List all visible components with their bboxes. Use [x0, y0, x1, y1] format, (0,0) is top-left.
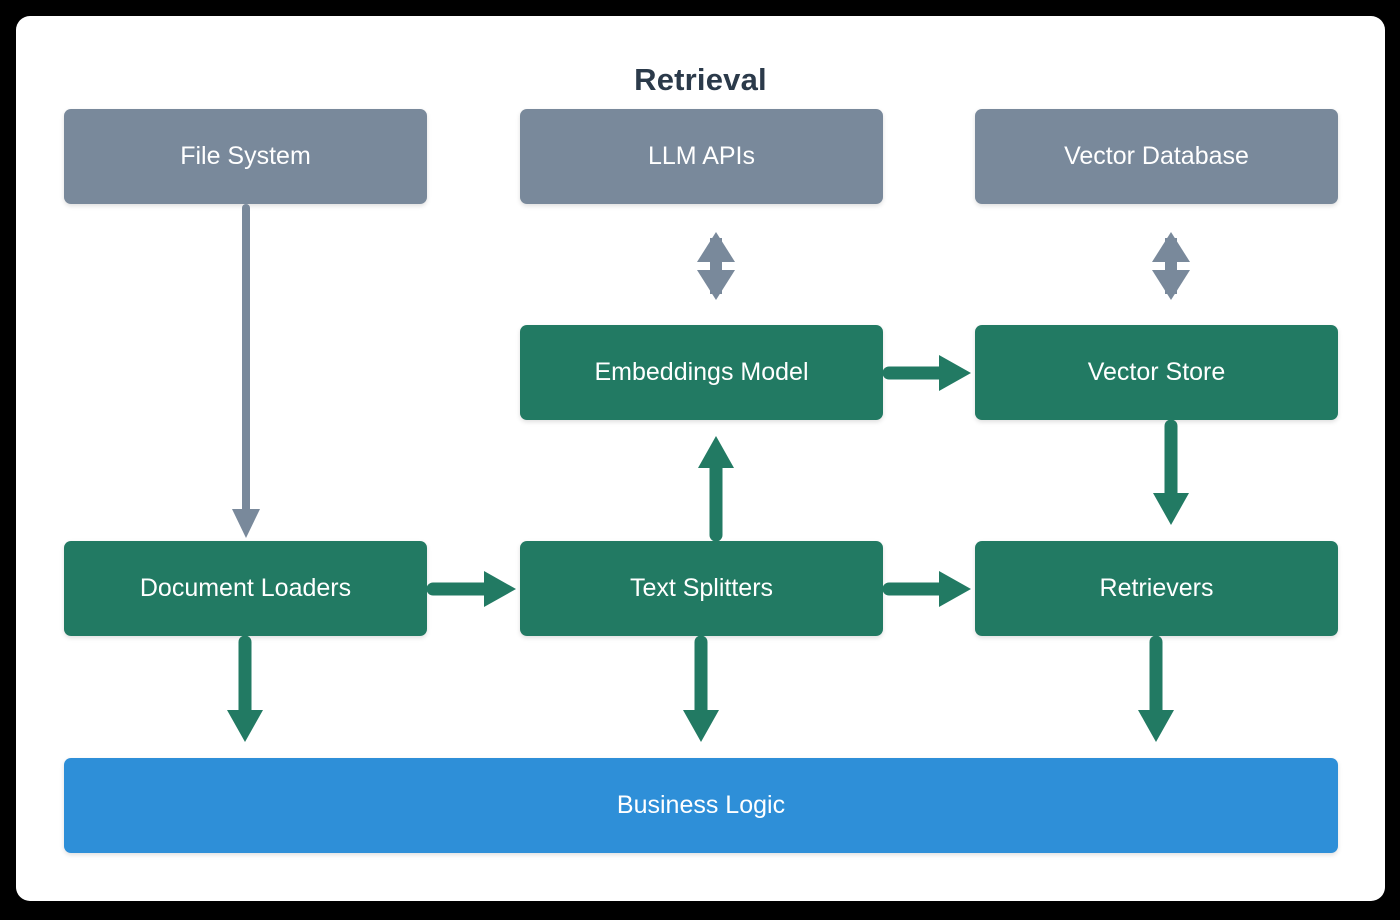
node-label: LLM APIs	[648, 141, 755, 170]
node-label: Document Loaders	[139, 573, 352, 602]
node-vector-database[interactable]: Vector Database	[975, 109, 1338, 204]
page-title: Retrieval	[634, 62, 767, 97]
node-file-system[interactable]: File System	[64, 109, 427, 204]
node-label: Vector Database	[1064, 141, 1249, 170]
node-business-logic[interactable]: Business Logic	[64, 758, 1338, 853]
node-embeddings-model[interactable]: Embeddings Model	[520, 325, 883, 420]
arrow-text-splitters-to-business-logic	[681, 635, 721, 758]
node-text-splitters[interactable]: Text Splitters	[520, 541, 883, 636]
node-label: Business Logic	[616, 790, 786, 819]
node-label: Retrievers	[1099, 573, 1214, 602]
arrow-document-loaders-to-text-splitters	[426, 569, 520, 609]
diagram-card: Retrieval File System LLM APIs Vector Da…	[16, 16, 1385, 901]
arrow-text-splitters-to-embeddings-model	[696, 420, 736, 542]
node-retrievers[interactable]: Retrievers	[975, 541, 1338, 636]
node-label: File System	[180, 141, 311, 170]
arrow-text-splitters-to-retrievers	[882, 569, 975, 609]
arrow-vector-store-to-retrievers	[1151, 419, 1191, 541]
arrow-retrievers-to-business-logic	[1136, 635, 1176, 758]
arrow-document-loaders-to-business-logic	[225, 635, 265, 758]
node-llm-apis[interactable]: LLM APIs	[520, 109, 883, 204]
arrow-vector-database-vector-store-bidirectional	[1141, 206, 1201, 325]
arrow-llm-apis-embeddings-model-bidirectional	[686, 206, 746, 325]
node-document-loaders[interactable]: Document Loaders	[64, 541, 427, 636]
arrow-file-system-to-document-loaders	[230, 204, 262, 541]
node-label: Text Splitters	[629, 573, 774, 602]
node-label: Embeddings Model	[594, 357, 809, 386]
node-label: Vector Store	[1087, 357, 1226, 386]
arrow-embeddings-model-to-vector-store	[882, 353, 975, 393]
node-vector-store[interactable]: Vector Store	[975, 325, 1338, 420]
